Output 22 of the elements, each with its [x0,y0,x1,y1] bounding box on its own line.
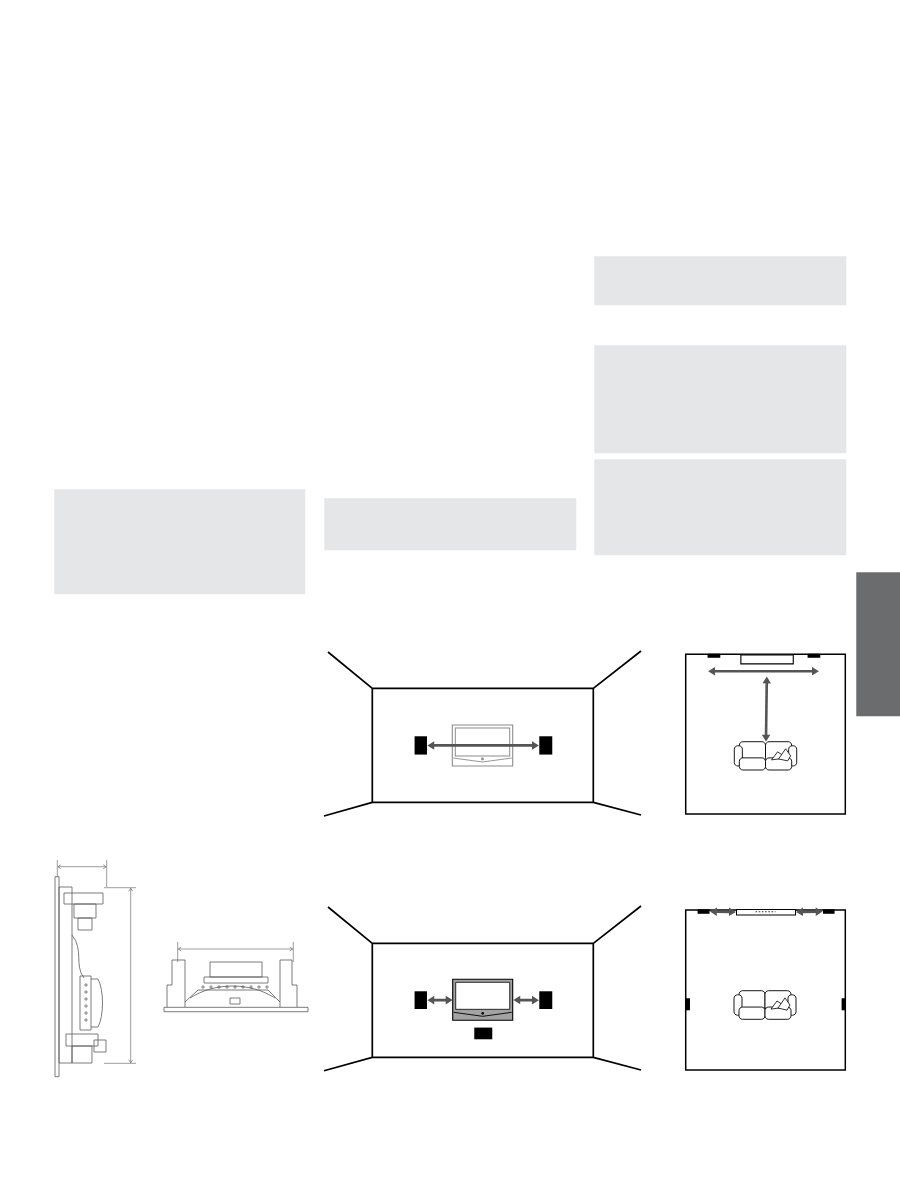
speaker [685,998,690,1011]
speaker [539,991,553,1009]
speaker [822,909,835,914]
shaded-panel [594,345,847,454]
shaded-panel [594,256,847,306]
speaker [539,736,553,755]
speaker [697,909,710,914]
sofa-drawing [733,990,797,1020]
side-tab [856,572,900,717]
speaker [414,736,427,755]
speaker [474,1027,493,1040]
speaker [414,991,427,1009]
speaker [707,653,721,658]
sofa-drawing [733,741,798,771]
shaded-panel [594,459,847,556]
screen [736,909,796,916]
screen [740,654,794,665]
speaker [841,998,846,1011]
tv-drawing [452,978,514,1021]
shaded-panel [324,498,577,551]
shaded-panel [54,489,306,595]
speaker [807,653,821,658]
